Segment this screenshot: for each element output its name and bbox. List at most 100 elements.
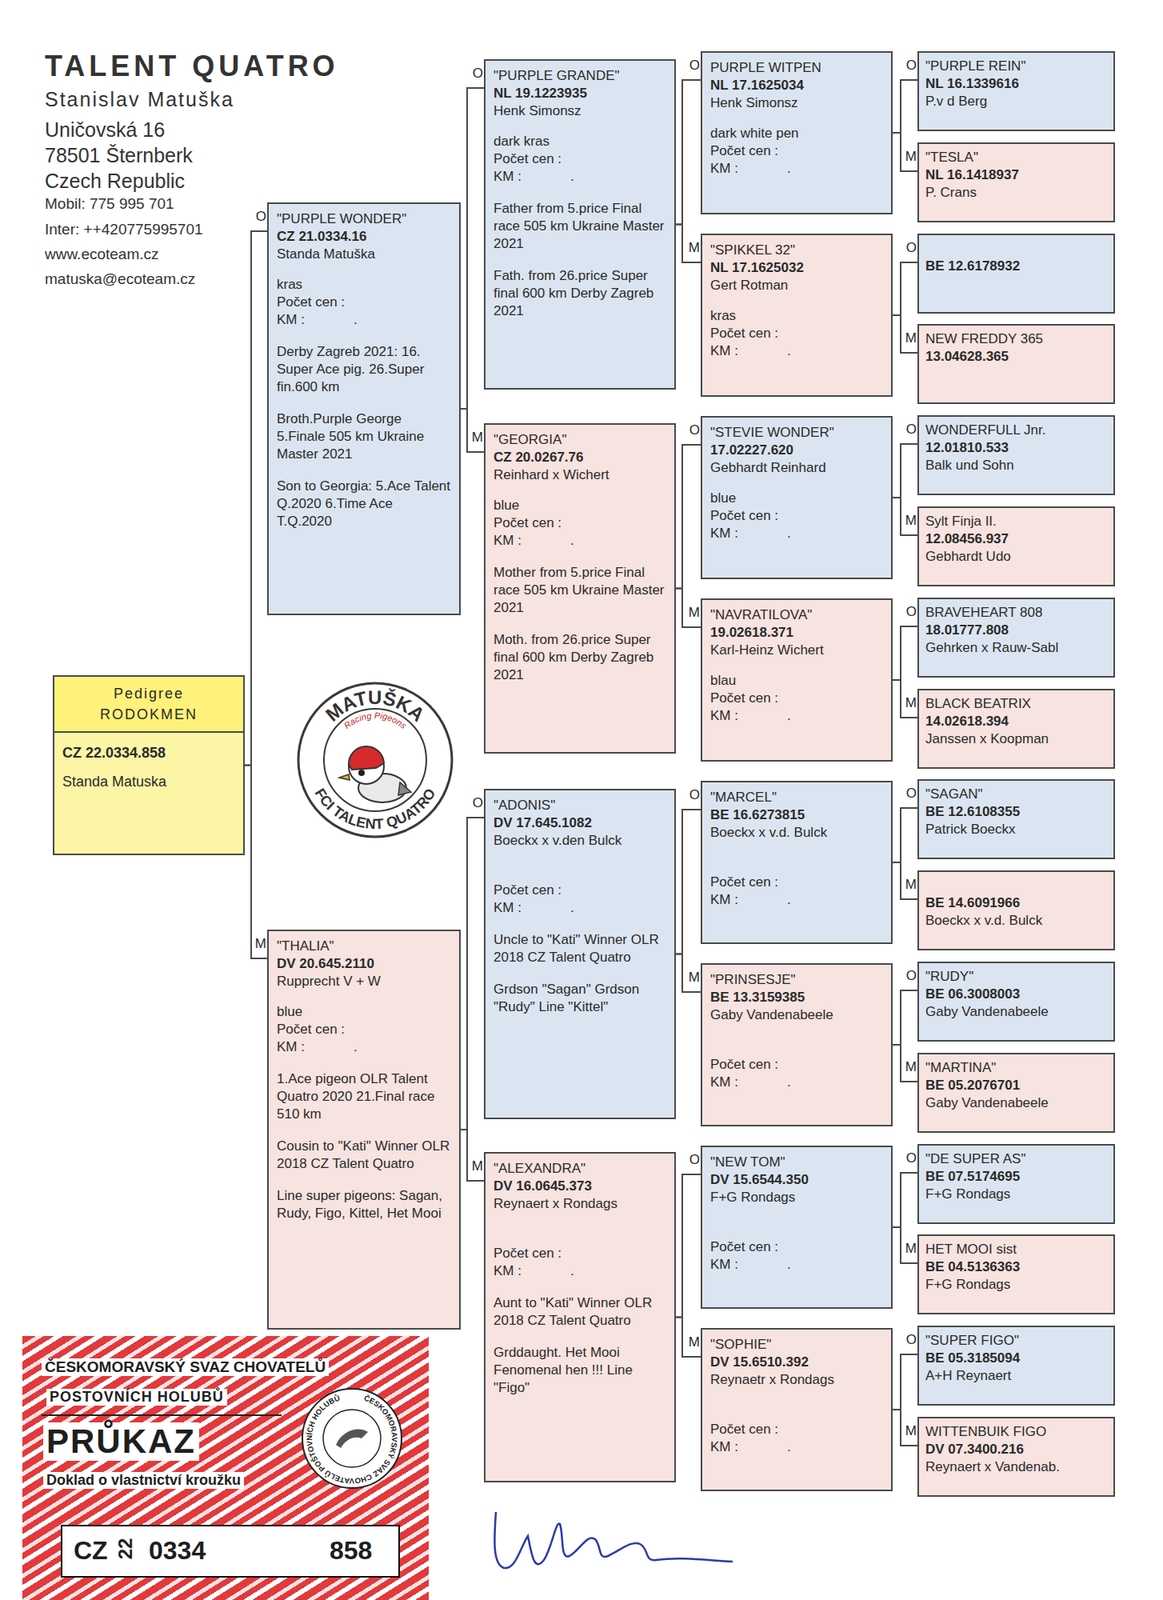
seal-inner (323, 1409, 381, 1467)
ring-number: BE 13.3159385 (710, 988, 884, 1007)
text-line: F+G Rondags (710, 1188, 884, 1207)
text-line: "SAGAN" (925, 785, 1108, 804)
pedigree-connector (892, 262, 918, 316)
contact-line: www.ecoteam.cz (44, 245, 160, 264)
text-line: Reynaert x Vandenab. (925, 1458, 1108, 1476)
pedigree-connector (892, 79, 918, 133)
pedigree-connector (892, 1226, 918, 1263)
field-value: . (570, 168, 575, 184)
text-line: Standa Matuška (276, 245, 452, 264)
text-line: Rupprecht V + W (276, 972, 452, 991)
card-subtitle: Doklad o vlastnictví kroužku (43, 1471, 244, 1489)
ring-number: 17.02227.620 (710, 441, 884, 460)
text-line: Gebhardt Reinhard (710, 459, 884, 477)
sex-mark: M (688, 604, 700, 621)
pigeon-box: M"SPIKKEL 32"NL 17.1625032Gert Rotmankra… (700, 233, 893, 397)
pedigree-connector (892, 132, 918, 172)
text-line: Gehrken x Rauw-Sabl (925, 639, 1108, 657)
pigeon-box: O"SUPER FIGO"BE 05.3185094A+H Reynaert (917, 1325, 1116, 1406)
pigeon-box: O"PURPLE GRANDE"NL 19.1223935Henk Simons… (483, 59, 676, 390)
field-value: . (787, 1074, 792, 1090)
sex-mark: M (471, 429, 484, 446)
field-label: KM : (276, 311, 354, 329)
pedigree-connector (460, 1129, 484, 1181)
pedigree-connector (892, 1409, 918, 1446)
text-line: Henk Simonsz (710, 94, 884, 112)
sex-mark: M (905, 695, 917, 712)
field-label: KM : (493, 899, 571, 917)
text-line: Počet cen : (710, 324, 884, 343)
sex-mark: M (905, 1240, 917, 1257)
ring-series: 0334 (145, 1535, 209, 1566)
field-label: KM : (493, 167, 571, 186)
field-value: . (787, 525, 792, 541)
result-note: Grddaught. Het Mooi Fenomenal hen !!! Li… (493, 1343, 667, 1397)
text-line: Gaby Vandenabeele (710, 1006, 884, 1024)
pigeon-box: O"MARCEL"BE 16.6273815Boeckx x v.d. Bulc… (700, 780, 893, 944)
logo-subtitle: Racing Pigeons (342, 710, 409, 732)
pigeon-box: O"DE SUPER AS"BE 07.5174695F+G Rondags (917, 1143, 1116, 1224)
text-line: Počet cen : (493, 881, 667, 900)
pigeon-box: OWONDERFULL Jnr.12.01810.533Balk und Soh… (917, 415, 1116, 496)
field-value: . (787, 343, 792, 359)
pedigree-connector (892, 443, 918, 498)
text-line: Balk und Sohn (925, 456, 1108, 475)
ring-number: BE 05.2076701 (925, 1076, 1108, 1095)
pigeon-box: M"MARTINA"BE 05.2076701Gaby Vandenabeele (917, 1052, 1116, 1133)
pigeon-box: OBRAVEHEART 80818.01777.808Gehrken x Rau… (917, 597, 1116, 678)
sex-mark: M (688, 239, 700, 256)
pedigree-connector (892, 315, 918, 353)
field-label: KM : (710, 891, 788, 909)
sex-mark: M (905, 1422, 917, 1439)
text-line: "ALEXANDRA" (493, 1159, 667, 1178)
ring-number: BE 12.6178932 (925, 257, 1108, 276)
sex-mark: M (905, 330, 917, 347)
pedigree-connector (892, 679, 918, 718)
km-row: KM :. (276, 1038, 452, 1056)
text-line: Počet cen : (710, 689, 884, 708)
text-line: Počet cen : (493, 1244, 667, 1263)
text-line: Gaby Vandenabeele (925, 1094, 1108, 1112)
pedigree-connector (675, 1174, 701, 1318)
result-note: Son to Georgia: 5.Ace Talent Q.2020 6.Ti… (276, 477, 452, 531)
ring-serial: 858 (326, 1535, 376, 1566)
pigeon-box: M"GEORGIA"CZ 20.0267.76Reinhard x Wicher… (483, 423, 676, 754)
sex-mark: M (471, 1158, 484, 1175)
ring-number: NL 16.1339616 (925, 75, 1108, 93)
pigeon-box: O"SAGAN"BE 12.6108355Patrick Boeckx (917, 779, 1116, 860)
pedigree-connector (675, 224, 701, 264)
text-line: Počet cen : (493, 514, 667, 532)
text-line: "RUDY" (925, 967, 1108, 986)
result-note: Mother from 5.price Final race 505 km Uk… (493, 563, 667, 617)
text-line: Karl-Heinz Wichert (710, 641, 884, 660)
pigeon-box: O"PURPLE WONDER"CZ 21.0334.16Standa Matu… (267, 202, 461, 616)
pigeon-box: O"NEW TOM"DV 15.6544.350F+G RondagsPočet… (700, 1145, 893, 1309)
pigeon-box: MBLACK BEATRIX14.02618.394Janssen x Koop… (917, 688, 1116, 769)
sex-mark: M (688, 1334, 700, 1351)
address-line: 78501 Šternberk (44, 143, 193, 168)
sex-mark: M (905, 512, 917, 529)
pigeon-box: M"SOPHIE"DV 15.6510.392Reynaetr x Rondag… (700, 1327, 893, 1491)
text-line: "GEORGIA" (493, 431, 667, 449)
text-line: "SOPHIE" (710, 1335, 884, 1354)
result-note: Broth.Purple George 5.Finale 505 km Ukra… (276, 410, 452, 464)
sex-mark: O (472, 795, 484, 812)
pedigree-connector (892, 1354, 918, 1410)
ring-number: CZ 21.0334.16 (276, 227, 452, 246)
text-line: Počet cen : (710, 1238, 884, 1256)
pedigree-connector (675, 79, 701, 225)
text-line: "SUPER FIGO" (925, 1331, 1108, 1350)
text-line: Reynaert x Rondags (493, 1194, 667, 1213)
pigeon-box: M"THALIA"DV 20.645.2110Rupprecht V + Wbl… (267, 929, 461, 1330)
ring-number: CZ 22.0334.858 (62, 743, 236, 762)
logo-text: FCI TALENT QUATRO (311, 785, 440, 832)
text-line: F+G Rondags (925, 1275, 1108, 1294)
field-value: . (353, 311, 358, 328)
text-line: A+H Reynaert (925, 1366, 1108, 1385)
text-line: Reynaetr x Rondags (710, 1370, 884, 1389)
text-line: P.v d Berg (925, 92, 1108, 111)
field-value: . (570, 1262, 575, 1279)
pigeon-box: M"TESLA"NL 16.1418937P. Crans (917, 142, 1116, 223)
